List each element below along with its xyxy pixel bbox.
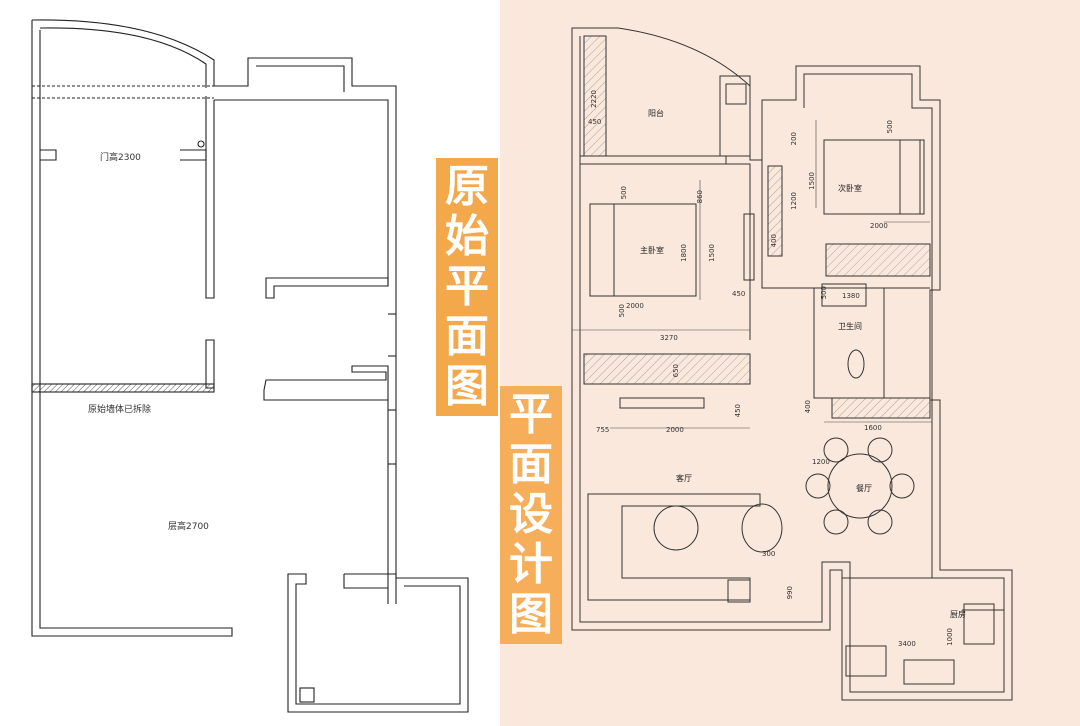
badge-char: 面 <box>445 311 489 362</box>
dim-label: 2000 <box>626 302 644 310</box>
dim-label: 1500 <box>708 244 716 262</box>
dim-label: 990 <box>786 586 794 600</box>
badge-char: 平 <box>509 389 553 440</box>
room-dining: 餐厅 <box>856 484 872 493</box>
original-plan-badge: 原 始 平 面 图 <box>436 158 498 416</box>
design-plan-badge: 平 面 设 计 图 <box>500 386 562 644</box>
room-master-bedroom: 主卧室 <box>640 246 664 255</box>
demolished-wall-label: 原始墙体已拆除 <box>88 405 152 415</box>
badge-char: 平 <box>445 261 489 312</box>
dim-label: 1380 <box>842 292 860 300</box>
dim-label: 2220 <box>590 90 598 108</box>
dim-label: 500 <box>618 304 626 318</box>
dim-label: 1800 <box>680 244 688 262</box>
dim-label: 650 <box>672 364 680 378</box>
dim-label: 3270 <box>660 334 678 342</box>
dim-label: 1200 <box>812 458 830 466</box>
dim-label: 450 <box>732 290 746 298</box>
original-floor-plan: 门高2300 原始墙体已拆除 层高2700 <box>0 0 500 726</box>
dim-label: 200 <box>790 132 798 146</box>
room-bathroom: 卫生间 <box>838 322 862 331</box>
dim-label: 400 <box>804 400 812 414</box>
dim-label: 500 <box>820 286 828 300</box>
design-plan-drawing <box>571 27 1013 701</box>
badge-char: 面 <box>509 439 553 490</box>
dim-label: 3400 <box>898 640 916 648</box>
dim-label: 2000 <box>870 222 888 230</box>
badge-char: 始 <box>445 211 489 262</box>
dim-label: 860 <box>696 190 704 204</box>
dim-label: 500 <box>886 120 894 134</box>
badge-char: 图 <box>445 361 489 412</box>
dim-label: 400 <box>770 234 778 248</box>
door-height-label: 门高2300 <box>100 153 141 163</box>
dim-label: 1600 <box>864 424 882 432</box>
dim-label: 450 <box>588 118 602 126</box>
dim-label: 300 <box>762 550 776 558</box>
room-kitchen: 厨房 <box>950 610 966 619</box>
dim-label: 1000 <box>946 628 954 646</box>
design-floor-plan: 阳台 次卧室 主卧室 卫生间 客厅 餐厅 厨房 2220 450 200 500… <box>500 0 1080 726</box>
room-second-bedroom: 次卧室 <box>838 184 862 193</box>
floor-height-label: 层高2700 <box>168 522 209 532</box>
badge-char: 设 <box>509 489 553 540</box>
badge-char: 图 <box>509 589 553 640</box>
original-plan-drawing <box>31 19 469 713</box>
badge-char: 原 <box>445 161 489 212</box>
dim-label: 755 <box>596 426 610 434</box>
dim-label: 500 <box>620 186 628 200</box>
dim-label: 1500 <box>808 172 816 190</box>
dim-label: 1200 <box>790 192 798 210</box>
dim-label: 450 <box>734 404 742 418</box>
badge-char: 计 <box>509 539 553 590</box>
room-living-room: 客厅 <box>676 474 692 483</box>
room-balcony: 阳台 <box>648 109 664 118</box>
dim-label: 2000 <box>666 426 684 434</box>
